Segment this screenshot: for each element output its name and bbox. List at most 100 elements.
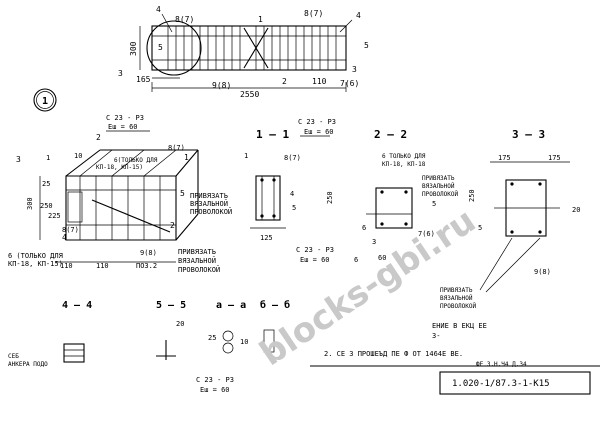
mark: 8(7)	[284, 154, 301, 162]
note: ПРИВЯЗАТЬ	[178, 248, 216, 256]
note: ПРИВЯЗАТЬ	[190, 192, 228, 200]
note-line: ЕНИЕ В ЕКЦ ЕЕ	[432, 322, 487, 330]
mark: 8(7)	[175, 15, 194, 24]
note: С 23 - Р3	[298, 118, 336, 126]
mark: 3	[16, 155, 21, 164]
mark: 2	[282, 77, 287, 86]
dim: 10	[74, 152, 82, 160]
stamp-code: 1.020-1/87.3-1-К15	[452, 379, 550, 389]
dim: 60	[378, 254, 386, 262]
section-1-1: 1 — 1 С 23 - Р3 Еш = 60 125 ПРИВЯЗАТЬ ВЯ…	[190, 118, 336, 264]
mark: 8(7)	[304, 9, 323, 18]
mark: 3	[352, 65, 357, 74]
mark: 4	[356, 11, 361, 20]
dim: 110	[96, 262, 109, 270]
dim: 110	[60, 262, 73, 270]
note: ВЯЗАЛЬНОЙ	[422, 183, 455, 190]
mark: 9(8)	[212, 81, 231, 90]
note-line: 3-	[432, 332, 440, 340]
dim: 20	[176, 320, 184, 328]
mark: 9(8)	[534, 268, 551, 276]
mark: 4	[290, 190, 294, 198]
detail-circle	[146, 20, 202, 76]
dim: 175	[548, 154, 561, 162]
mark: 2	[170, 221, 175, 230]
top-view: 300 2550 165 110 4 8(7) 1 8(7) 4 5 5 3 2…	[118, 5, 369, 99]
section-title: 3 — 3	[512, 128, 545, 141]
section-4-4: 4 — 4 СЕБ АНКЕРА ПОДО	[8, 300, 92, 368]
section-title: 2 — 2	[374, 128, 407, 141]
section-3-3: 3 — 3 175 175 250 20 5 9(8) ПРИВЯЗАТЬ ВЯ…	[440, 128, 580, 310]
mark: 5	[478, 224, 482, 232]
dim: 250	[326, 191, 334, 204]
circle-mark: 1	[33, 88, 57, 112]
dim-right: 110	[312, 77, 327, 86]
dim: 250	[468, 189, 476, 202]
notes: ЕНИЕ В ЕКЦ ЕЕ 3- 2. СЕ З ПРОШЕЪД ПЕ Ф ОТ…	[324, 322, 527, 368]
note: ПРОВОЛОКОЙ	[440, 303, 477, 310]
note: КП-18, КП-15)	[8, 260, 63, 268]
top-view-bars	[167, 26, 337, 70]
note: С 23 - Р3	[106, 114, 144, 122]
section-b-b: б — б	[260, 299, 290, 353]
top-view-outline	[151, 25, 347, 71]
section-5-5: 5 — 5 20 С 23 - Р3 Еш = 60	[156, 300, 234, 394]
note: ПРОВОЛОКОЙ	[178, 265, 220, 274]
note: ПРОВОЛОКОЙ	[190, 207, 232, 216]
note: ВЯЗАЛЬНОЙ	[440, 295, 473, 302]
note: 6(ТОЛЬКО ДЛЯ	[114, 157, 158, 164]
dim-total: 2550	[240, 90, 259, 99]
note: Еш = 60	[304, 128, 334, 136]
dim-height: 300	[129, 41, 138, 56]
mark: 5	[158, 43, 163, 52]
note: Еш = 60	[200, 386, 230, 394]
section-title: 1 — 1	[256, 128, 289, 141]
dim: 25	[208, 334, 216, 342]
mark: 5	[432, 200, 436, 208]
dim: 125	[260, 234, 273, 242]
note-line: 2. СЕ З ПРОШЕЪД ПЕ Ф ОТ 1464Е ВЕ.	[324, 350, 463, 358]
note: ВЯЗАЛЬНОЙ	[178, 256, 216, 265]
mark: 1	[46, 154, 50, 162]
note: ПРИВЯЗАТЬ	[440, 287, 473, 294]
note: КП-18, КП-15)	[96, 164, 143, 171]
mark: 5	[364, 41, 369, 50]
mark: 1	[184, 153, 189, 162]
dim: 20	[572, 206, 580, 214]
note: ПРОВОЛОКОЙ	[422, 191, 459, 198]
note: 6 ТОЛЬКО ДЛЯ	[382, 153, 426, 160]
note: АНКЕРА ПОДО	[8, 361, 48, 368]
mark: 7(6)	[340, 79, 359, 88]
mark: 6	[362, 224, 366, 232]
note: 6 (ТОЛЬКО ДЛЯ	[8, 252, 63, 260]
note: ПРИВЯЗАТЬ	[422, 175, 455, 182]
mark: 9(8)	[140, 249, 157, 257]
mark: 1	[244, 152, 248, 160]
note: КП-18, КП-18	[382, 161, 426, 168]
mark: 6	[354, 256, 358, 264]
dim: 175	[498, 154, 511, 162]
section-title: а — а	[216, 300, 246, 311]
mark: 3	[118, 69, 123, 78]
note-line: ФЕ З.Н.Ч4 Д.З4	[476, 361, 527, 368]
mark: 8(7)	[62, 226, 79, 234]
dim: 300	[26, 197, 34, 210]
dim: 225	[48, 212, 61, 220]
mark: 5	[292, 204, 296, 212]
note: ПОЗ.2	[136, 262, 157, 270]
mark: 3	[372, 238, 376, 246]
circle-mark-number: 1	[42, 96, 48, 107]
section-a-a: а — а 25 10	[208, 300, 248, 354]
section-title: 4 — 4	[62, 300, 92, 311]
mark: 1	[258, 15, 263, 24]
dim: 10	[240, 338, 248, 346]
note: С 23 - Р3	[296, 246, 334, 254]
mark: 4	[62, 233, 67, 242]
mark: 2	[96, 133, 101, 142]
mark: 4	[156, 5, 161, 14]
dim: 250	[40, 202, 53, 210]
note: Еш = 60	[300, 256, 330, 264]
note: ВЯЗАЛЬНОЙ	[190, 199, 228, 208]
dim-left: 165	[136, 75, 151, 84]
